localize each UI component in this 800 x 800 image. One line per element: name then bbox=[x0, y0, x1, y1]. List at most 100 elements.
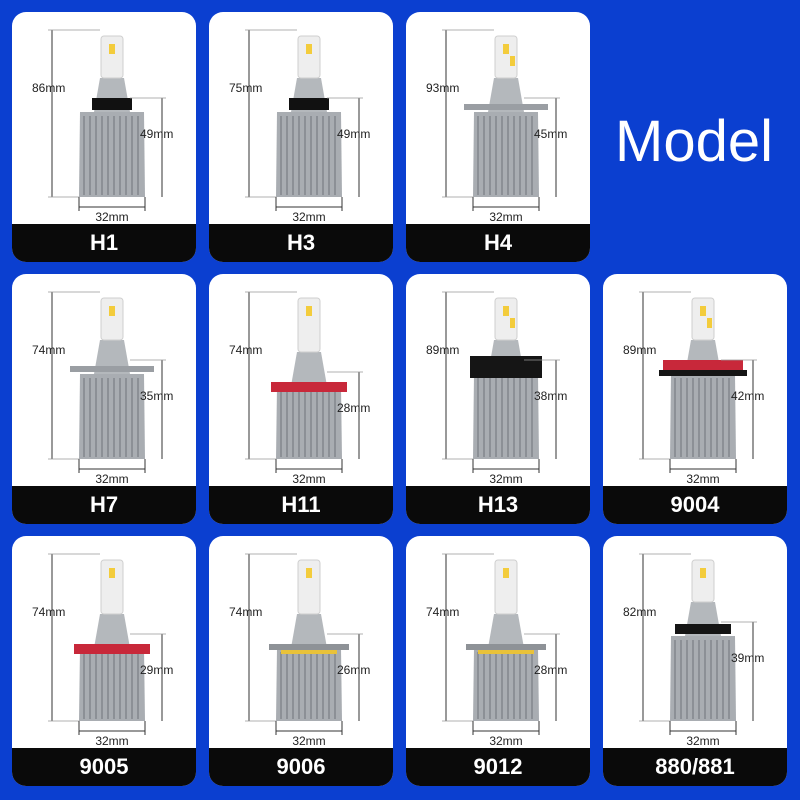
led-post bbox=[494, 297, 518, 341]
heatsink bbox=[276, 386, 342, 459]
base-label: 35mm bbox=[140, 389, 173, 403]
led-chip bbox=[700, 306, 706, 316]
height-label: 82mm bbox=[623, 605, 656, 619]
base-label: 45mm bbox=[534, 127, 567, 141]
collar bbox=[92, 98, 132, 110]
collar bbox=[464, 104, 548, 110]
collar bbox=[269, 644, 349, 650]
collar bbox=[289, 98, 329, 110]
model-label: 9005 bbox=[12, 748, 196, 786]
collar bbox=[470, 356, 542, 378]
height-label: 89mm bbox=[623, 343, 656, 357]
base-label: 49mm bbox=[140, 127, 173, 141]
collar bbox=[74, 644, 150, 654]
led-chip bbox=[510, 56, 515, 66]
heatsink bbox=[473, 648, 539, 721]
width-label: 32mm bbox=[292, 472, 325, 486]
heatsink bbox=[473, 112, 539, 197]
height-label: 74mm bbox=[229, 605, 262, 619]
width-label: 32mm bbox=[686, 734, 719, 748]
width-label: 32mm bbox=[292, 734, 325, 748]
heatsink bbox=[473, 374, 539, 459]
height-label: 89mm bbox=[426, 343, 459, 357]
heatsink bbox=[79, 112, 145, 197]
led-chip bbox=[109, 44, 115, 54]
bulb-neck bbox=[488, 614, 524, 648]
bulb-neck bbox=[488, 78, 524, 112]
base-label: 28mm bbox=[534, 663, 567, 677]
width-label: 32mm bbox=[489, 734, 522, 748]
bulb-diagram: 93mm 45mm 32mm bbox=[426, 29, 567, 224]
collar-ring bbox=[478, 650, 534, 654]
led-chip bbox=[700, 568, 706, 578]
led-post bbox=[691, 559, 715, 603]
base-label: 29mm bbox=[140, 663, 173, 677]
model-label: 9006 bbox=[209, 748, 393, 786]
led-chip bbox=[306, 306, 312, 316]
bulb-neck bbox=[94, 614, 130, 648]
heatsink-body bbox=[670, 636, 736, 721]
heatsink-body bbox=[79, 112, 145, 197]
model-label: 9012 bbox=[406, 748, 590, 786]
bulb-neck bbox=[291, 614, 327, 648]
heatsink bbox=[276, 648, 342, 721]
led-chip bbox=[503, 306, 509, 316]
bulb-diagram: 74mm 35mm 32mm bbox=[32, 291, 173, 486]
height-label: 74mm bbox=[426, 605, 459, 619]
model-label: H11 bbox=[209, 486, 393, 524]
height-label: 75mm bbox=[229, 81, 262, 95]
bulb-diagram: 82mm 39mm 32mm bbox=[623, 553, 764, 748]
width-label: 32mm bbox=[95, 210, 128, 224]
led-post bbox=[297, 35, 321, 79]
led-chip bbox=[707, 318, 712, 328]
base-label: 42mm bbox=[731, 389, 764, 403]
bulb-neck bbox=[291, 352, 327, 386]
led-post bbox=[100, 297, 124, 341]
base-label: 28mm bbox=[337, 401, 370, 415]
led-chip bbox=[306, 568, 312, 578]
heatsink bbox=[276, 112, 342, 197]
led-chip bbox=[306, 44, 312, 54]
width-label: 32mm bbox=[489, 210, 522, 224]
heatsink bbox=[670, 636, 736, 721]
bulb-diagram: 89mm 42mm 32mm bbox=[623, 291, 764, 486]
heatsink-body bbox=[670, 374, 736, 459]
heatsink bbox=[79, 648, 145, 721]
height-label: 93mm bbox=[426, 81, 459, 95]
bulb-diagram: 74mm 28mm 32mm bbox=[426, 553, 567, 748]
heatsink bbox=[670, 374, 736, 459]
collar bbox=[70, 366, 154, 372]
led-post bbox=[494, 35, 518, 79]
led-post bbox=[100, 559, 124, 615]
collar-base bbox=[659, 370, 747, 376]
heatsink-body bbox=[79, 374, 145, 459]
base-label: 39mm bbox=[731, 651, 764, 665]
model-label: H13 bbox=[406, 486, 590, 524]
width-label: 32mm bbox=[686, 472, 719, 486]
width-label: 32mm bbox=[292, 210, 325, 224]
collar bbox=[663, 360, 743, 370]
led-chip bbox=[109, 306, 115, 316]
height-label: 74mm bbox=[32, 343, 65, 357]
model-label: H4 bbox=[406, 224, 590, 262]
heatsink-body bbox=[276, 648, 342, 721]
led-chip bbox=[503, 44, 509, 54]
width-label: 32mm bbox=[95, 472, 128, 486]
collar bbox=[675, 624, 731, 634]
heatsink-body bbox=[473, 112, 539, 197]
led-post bbox=[494, 559, 518, 615]
width-label: 32mm bbox=[95, 734, 128, 748]
collar-ring bbox=[281, 650, 337, 654]
